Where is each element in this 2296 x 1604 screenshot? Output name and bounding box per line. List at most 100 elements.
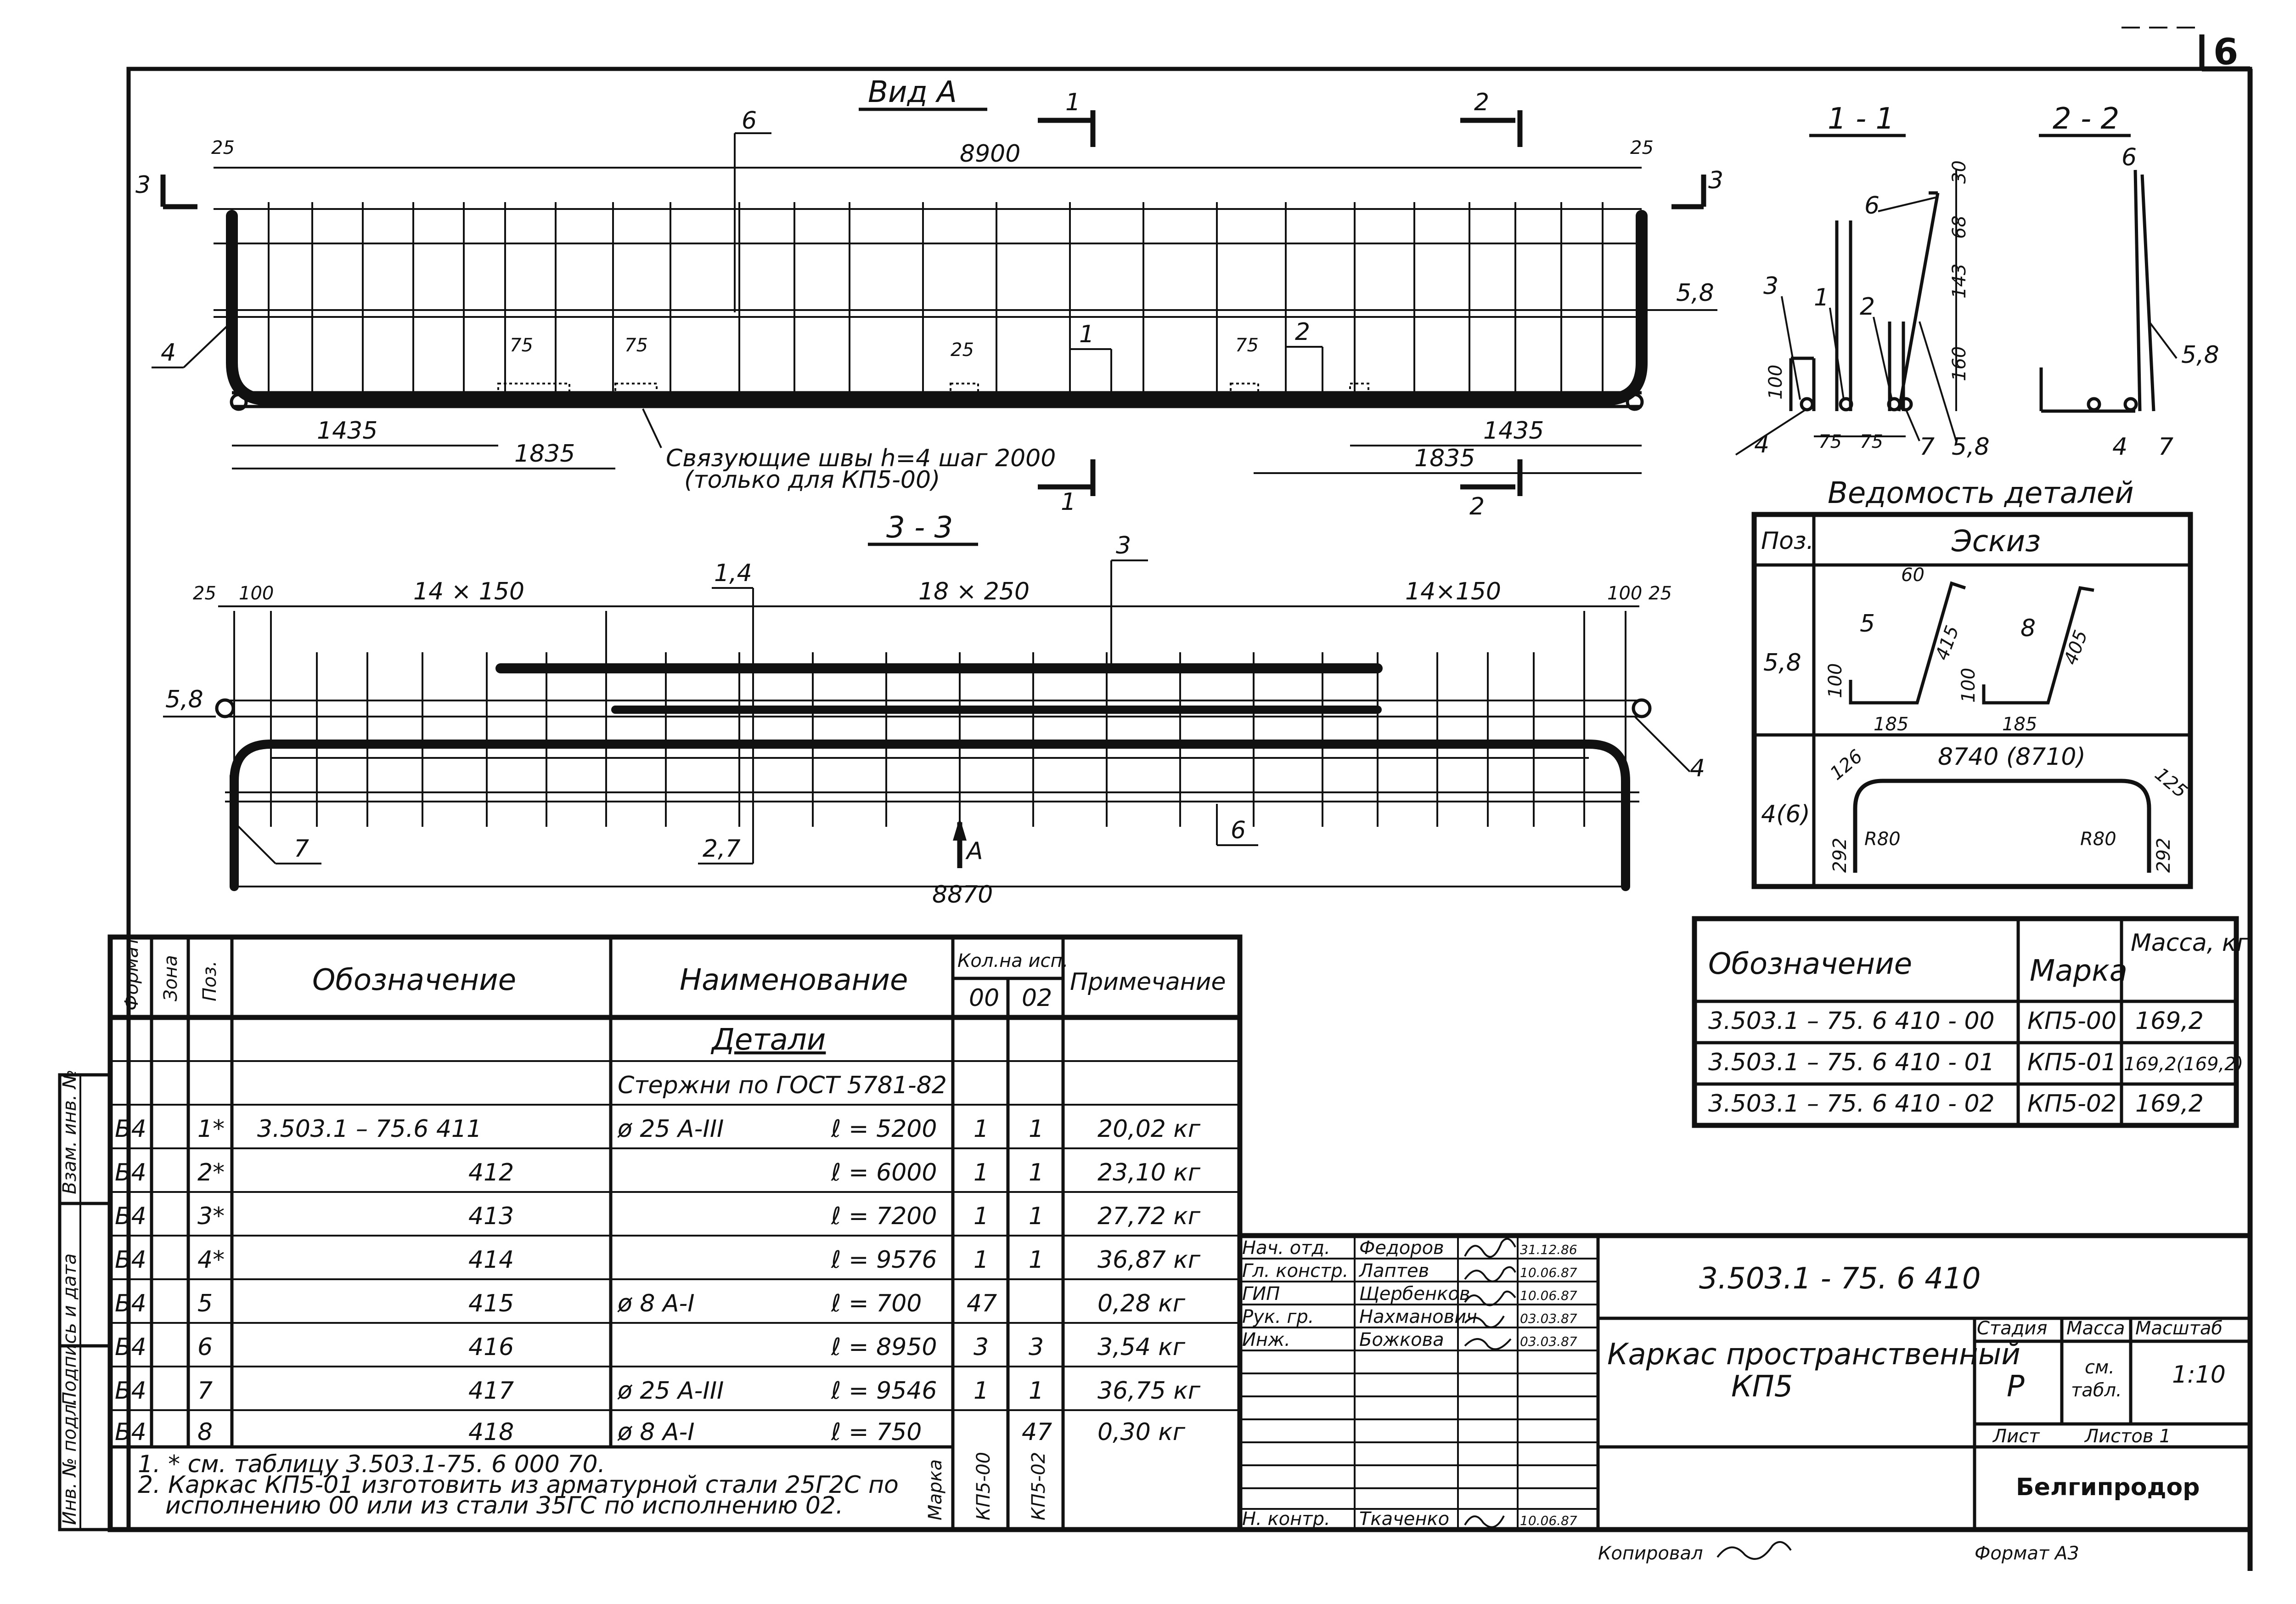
spec-header-note: Примечание <box>1070 968 1226 996</box>
detail-sketch-5: 5 <box>1860 610 1875 638</box>
spec-row-8-length: ℓ = 750 <box>831 1418 922 1446</box>
spec-row-1-q02: 1 <box>1029 1115 1044 1143</box>
list-item: ГИП Щербенков 10.06.87 <box>1242 1283 1577 1305</box>
pos-4-view-33: 4 <box>1690 755 1705 782</box>
dim-lap-3: 25 <box>951 339 974 361</box>
spec-row-4-q02: 1 <box>1029 1246 1044 1274</box>
table-row: Б4 5 415 ø 8 А-I ℓ = 700 47 0,28 кг <box>115 1290 1186 1317</box>
spec-header-pos: Поз. <box>199 960 220 1001</box>
tb-name-2: Лаптев <box>1358 1260 1429 1282</box>
variant-row-2-mark: КП5-01 <box>2027 1049 2116 1076</box>
view-arrow-a: А <box>965 837 983 865</box>
tb-date-2: 10.06.87 <box>1520 1265 1577 1280</box>
note-2-line-1: 2. Каркас КП5-01 изготовить из арматурно… <box>138 1471 899 1499</box>
dim-33-end-right: 25 <box>1649 583 1672 604</box>
variants-header-mass-text: Масса, кг <box>2131 929 2249 957</box>
spec-section-details: Детали <box>710 1023 826 1057</box>
weld-note-line-1: Связующие швы h=4 шаг 2000 <box>666 445 1056 472</box>
pos-1-view-a: 1 <box>1079 321 1094 348</box>
dim-end-left: 25 <box>211 137 235 158</box>
table-row: Б4 8 418 ø 8 А-I ℓ = 750 47 0,30 кг <box>115 1418 1186 1446</box>
spec-row-1-q00: 1 <box>974 1115 989 1143</box>
tb-date-nkontr: 10.06.87 <box>1520 1513 1577 1528</box>
tb-name-1: Федоров <box>1359 1237 1444 1259</box>
variants-header-mark: Марка <box>2030 954 2127 988</box>
tb-date-1: 31.12.86 <box>1520 1242 1577 1257</box>
tb-name-3: Щербенков <box>1359 1283 1470 1305</box>
pos-6-view-a: 6 <box>742 107 757 135</box>
detail-dim-185a: 185 <box>1874 714 1908 735</box>
spec-notes: 1. * см. таблицу 3.503.1-75. 6 000 70. 2… <box>138 1451 1049 1520</box>
spec-row-7-q02: 1 <box>1029 1377 1044 1405</box>
spec-row-5-format: Б4 <box>115 1290 146 1317</box>
variant-row-2-designation: 3.503.1 – 75. 6 410 - 01 <box>1708 1049 1995 1076</box>
spec-row-6-pos: 6 <box>197 1333 213 1361</box>
spec-row-3-pos: 3* <box>197 1203 225 1230</box>
mark-kp5-00: КП5-00 <box>973 1452 994 1520</box>
pos-4-view-a: 4 <box>161 339 176 367</box>
spec-row-1-designation: 3.503.1 – 75.6 411 <box>257 1115 482 1143</box>
pos-1-sec-11: 1 <box>1814 284 1829 311</box>
note-1: 1. * см. таблицу 3.503.1-75. 6 000 70. <box>138 1451 605 1478</box>
details-title: Ведомость деталей <box>1828 476 2134 510</box>
spec-row-5-designation: 415 <box>468 1290 514 1317</box>
cut-mark-2-bottom: 2 <box>1469 493 1485 520</box>
view-a-title: Вид А <box>868 75 957 109</box>
dim-11-75b: 75 <box>1860 431 1883 452</box>
spec-row-1-note: 20,02 кг <box>1097 1115 1201 1143</box>
note-2-line-2: исполнению 00 или из стали 35ГС по испол… <box>165 1492 843 1519</box>
title-block-organization: Белгипродор <box>2016 1474 2200 1501</box>
details-schedule: Ведомость деталей Поз. Эскиз 5,8 60 5 10… <box>1751 476 2193 889</box>
section-1-1-title: 1 - 1 <box>1828 102 1894 136</box>
spec-row-6-length: ℓ = 8950 <box>831 1333 937 1361</box>
spec-row-2-pos: 2* <box>197 1159 225 1186</box>
tb-date-5: 03.03.87 <box>1520 1334 1577 1349</box>
detail-dim-405: 405 <box>2060 627 2092 667</box>
spec-row-2-designation: 412 <box>468 1159 514 1186</box>
details-col-pos: Поз. <box>1761 527 1814 555</box>
variant-row-3-designation: 3.503.1 – 75. 6 410 - 02 <box>1708 1090 1995 1118</box>
tb-role-3: ГИП <box>1242 1283 1280 1305</box>
dim-11-68: 68 <box>1949 215 1970 239</box>
section-2-2-title: 2 - 2 <box>2053 102 2119 136</box>
view-3-3: 3 - 3 25 100 14 × 150 18 × 250 14×150 10… <box>163 511 1705 909</box>
variant-row-1-mass: 169,2 <box>2135 1007 2204 1035</box>
spec-header-zone: Зона <box>160 955 181 1001</box>
cut-mark-3-left: 3 <box>135 171 151 199</box>
dim-33-group-left: 14 × 150 <box>413 578 524 605</box>
pos-7-sec-11: 7 <box>1919 433 1935 461</box>
dim-11-75a: 75 <box>1818 431 1842 452</box>
variants-table: Обозначение Марка Масса, кг 3.503.1 – 75… <box>1692 916 2249 1128</box>
cut-mark-2-top: 2 <box>1474 89 1489 116</box>
tb-role-2: Гл. констр. <box>1242 1260 1348 1282</box>
dim-11-100: 100 <box>1765 365 1786 400</box>
dim-right-1435: 1435 <box>1483 417 1544 445</box>
table-row: Б4 3* 413 ℓ = 7200 1 1 27,72 кг <box>115 1203 1201 1230</box>
mark-kp5-02: КП5-02 <box>1028 1452 1049 1520</box>
variants-header-designation: Обозначение <box>1708 947 1912 981</box>
pos-58-sec-22: 5,8 <box>2181 341 2219 369</box>
pos-3-view-33: 3 <box>1116 532 1131 559</box>
dim-33-overall: 8870 <box>932 881 993 909</box>
footer-copied: Копировал <box>1598 1543 1703 1564</box>
spec-header-qty: Кол.на исп. <box>957 950 1068 971</box>
section-1-1: 1 - 1 30 68 143 160 100 3 1 6 2 4 75 75 … <box>1735 102 1990 461</box>
details-row2-pos: 4(6) <box>1761 801 1810 828</box>
spec-row-8-pos: 8 <box>197 1418 213 1446</box>
spec-row-4-designation: 414 <box>468 1246 514 1274</box>
dim-left-1835: 1835 <box>514 440 575 468</box>
detail-dim-125: 125 <box>2151 763 2191 802</box>
variants-header-mass: Масса, кг <box>2131 929 2249 957</box>
detail-dim-415: 415 <box>1931 623 1963 663</box>
spec-header-format: Формат <box>121 935 142 1011</box>
pos-4-sec-22: 4 <box>2112 433 2127 461</box>
spec-header-designation: Обозначение <box>312 963 516 997</box>
sheet-number: 6 <box>2213 32 2238 73</box>
spec-row-3-length: ℓ = 7200 <box>831 1203 937 1230</box>
details-row1-pos: 5,8 <box>1763 649 1801 677</box>
dim-lap-1: 75 <box>510 335 533 356</box>
spec-rows: Б4 1* 3.503.1 – 75.6 411 ø 25 А-III ℓ = … <box>115 1115 1201 1446</box>
spec-row-7-designation: 417 <box>468 1377 514 1405</box>
spec-row-2-length: ℓ = 6000 <box>831 1159 937 1186</box>
title-block: 3.503.1 - 75. 6 410 Каркас пространствен… <box>1237 1233 2253 1532</box>
